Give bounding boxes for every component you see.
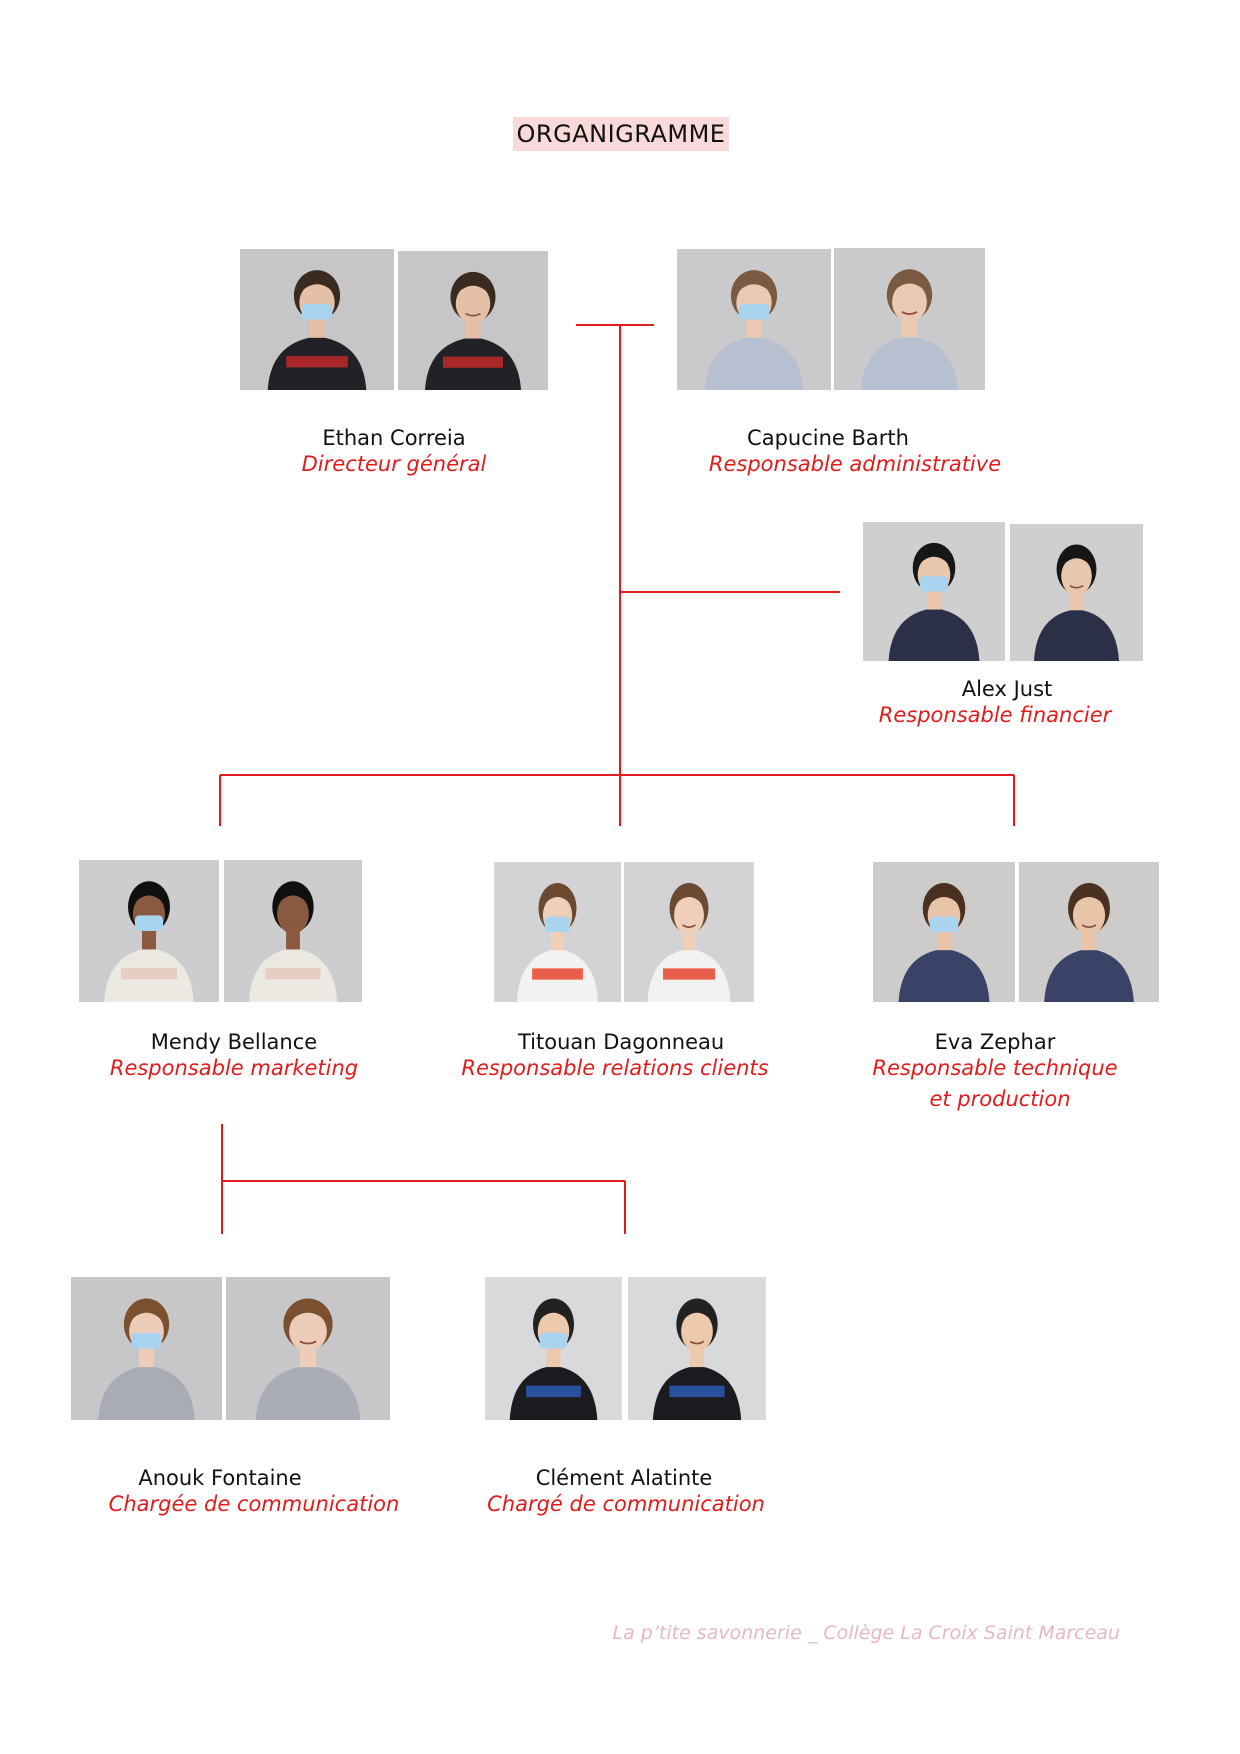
photo-clement bbox=[628, 1277, 766, 1420]
member-role-mendy: Responsable marketing bbox=[109, 1056, 359, 1080]
photo-titouan-masked bbox=[494, 862, 621, 1002]
photo-eva-masked bbox=[873, 862, 1015, 1002]
member-role-alex: Responsable financier bbox=[878, 703, 1112, 727]
member-role-capucine: Responsable administrative bbox=[708, 452, 1002, 476]
member-name-alex: Alex Just bbox=[961, 677, 1053, 701]
photo-anouk bbox=[226, 1277, 390, 1420]
footer-credit: La p’tite savonnerie _ Collège La Croix … bbox=[612, 1622, 1120, 1644]
photo-capucine bbox=[834, 248, 985, 390]
member-name-titouan: Titouan Dagonneau bbox=[518, 1030, 725, 1054]
member-role-ethan: Directeur général bbox=[301, 452, 487, 476]
member-role-eva-line2: et production bbox=[929, 1087, 1071, 1111]
photo-ethan bbox=[398, 251, 548, 390]
photo-alex bbox=[1010, 524, 1143, 661]
member-role-clement: Chargé de communication bbox=[487, 1492, 765, 1516]
member-name-mendy: Mendy Bellance bbox=[150, 1030, 318, 1054]
photo-clement-masked bbox=[485, 1277, 622, 1420]
photo-capucine-masked bbox=[677, 249, 831, 390]
page-title: ORGANIGRAMME bbox=[513, 117, 729, 151]
photo-anouk-masked bbox=[71, 1277, 222, 1420]
photo-mendy bbox=[224, 860, 362, 1002]
photo-mendy-masked bbox=[79, 860, 219, 1002]
member-name-clement: Clément Alatinte bbox=[535, 1466, 713, 1490]
member-name-eva: Eva Zephar bbox=[934, 1030, 1056, 1054]
member-role-eva: Responsable technique bbox=[872, 1056, 1118, 1080]
member-name-capucine: Capucine Barth bbox=[747, 426, 909, 450]
photo-titouan bbox=[624, 862, 754, 1002]
member-role-anouk: Chargée de communication bbox=[108, 1492, 400, 1516]
photo-eva bbox=[1019, 862, 1159, 1002]
member-name-anouk: Anouk Fontaine bbox=[138, 1466, 302, 1490]
photo-alex-masked bbox=[863, 522, 1005, 661]
member-role-titouan: Responsable relations clients bbox=[461, 1056, 769, 1080]
member-name-ethan: Ethan Correia bbox=[322, 426, 466, 450]
photo-ethan-masked bbox=[240, 249, 394, 390]
